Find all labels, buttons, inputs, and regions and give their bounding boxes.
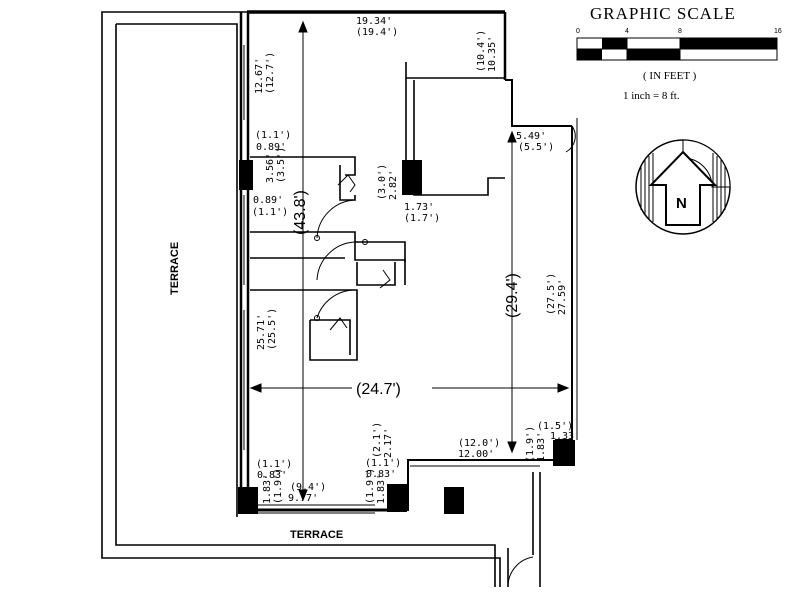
dim-top-width-m: (19.4') xyxy=(356,27,398,38)
exterior-walls xyxy=(239,10,578,514)
structural-columns xyxy=(238,160,575,514)
dim-core-c: 1.73' xyxy=(404,202,434,213)
dim-mid-d: 0.83' xyxy=(366,469,396,480)
dim-core-a: (3.0') xyxy=(377,164,388,200)
dim-sw-a: (1.1') xyxy=(256,459,292,470)
dim-mid-c: (1.1') xyxy=(365,458,401,469)
scale-tick-0: 0 xyxy=(576,28,580,35)
dim-wall-lower: 25.71' xyxy=(256,314,267,350)
interior-partitions xyxy=(250,62,505,361)
dim-se-a: (12.0') xyxy=(458,438,500,449)
dim-mid-f: 1.83' xyxy=(376,474,387,504)
dim-wall-lower-m: (25.5') xyxy=(267,308,278,350)
dim-se-b: 12.00' xyxy=(458,449,494,460)
dim-wall-upper: 12.67' xyxy=(254,58,265,94)
north-arrow-icon: N xyxy=(635,139,731,235)
dim-sw-c: 1.83' xyxy=(262,474,273,504)
scale-tick-8: 8 xyxy=(678,28,682,35)
door-swings xyxy=(314,125,576,321)
dim-col-a: 3.56' xyxy=(265,153,276,183)
dim-mid-a: (2.1') xyxy=(372,422,383,458)
dim-ne-d: (5.5') xyxy=(518,142,554,153)
dim-south-b: 9.77' xyxy=(288,493,318,504)
dim-se-e: (1.5') xyxy=(537,421,573,432)
scale-tick-16: 16 xyxy=(774,28,782,35)
dimension-lines xyxy=(249,20,570,502)
dim-mid-b: 2.17' xyxy=(383,428,394,458)
scale-title: GRAPHIC SCALE xyxy=(590,4,736,23)
dim-east-wall-b: 27.59' xyxy=(557,279,568,315)
dim-mid-e: (1.9') xyxy=(365,468,376,504)
dimension-labels: 19.34' (19.4') 12.67' (12.7') (1.1') 0.8… xyxy=(252,16,580,504)
dim-se-f: 1.33' xyxy=(550,431,580,442)
terrace-label-south: TERRACE xyxy=(290,529,343,541)
scale-unit: ( IN FEET ) xyxy=(643,70,697,82)
dim-ne-a: (10.4') xyxy=(476,30,487,72)
dim-width: (24.7') xyxy=(356,381,401,398)
dim-notch-c: 0.89' xyxy=(253,195,283,206)
scale-ratio: 1 inch = 8 ft. xyxy=(623,90,680,102)
dim-ne-c: 5.49' xyxy=(516,131,546,142)
dim-col-b: (3.5') xyxy=(276,147,287,183)
dim-notch-a: (1.1') xyxy=(255,130,291,141)
terrace-outline xyxy=(101,11,541,588)
dim-se-d: 1.83' xyxy=(536,432,547,462)
north-label: N xyxy=(676,195,687,212)
dim-se-c: (1.9') xyxy=(525,426,536,462)
dim-depth-east: (29.4') xyxy=(504,273,521,318)
dim-depth: (43.8') xyxy=(292,190,309,235)
dim-south-a: (9.4') xyxy=(290,482,326,493)
dim-notch-d: (1.1') xyxy=(252,207,288,218)
dim-sw-b: 0.83' xyxy=(257,470,287,481)
dim-top-width: 19.34' xyxy=(356,16,392,27)
scale-tick-4: 4 xyxy=(625,28,629,35)
dim-east-wall: (27.5') xyxy=(546,273,557,315)
dim-core-b: 2.82' xyxy=(388,170,399,200)
dim-core-d: (1.7') xyxy=(404,213,440,224)
terrace-label-west: TERRACE xyxy=(169,242,181,295)
dim-notch-b: 0.89' xyxy=(256,142,286,153)
dim-wall-upper-m: (12.7') xyxy=(265,52,276,94)
graphic-scale: GRAPHIC SCALE 0 4 8 16 ( IN FEET ) 1 inc… xyxy=(576,4,782,102)
dim-ne-b: 10.35' xyxy=(487,36,498,72)
dim-sw-d: (1.9') xyxy=(273,468,284,504)
